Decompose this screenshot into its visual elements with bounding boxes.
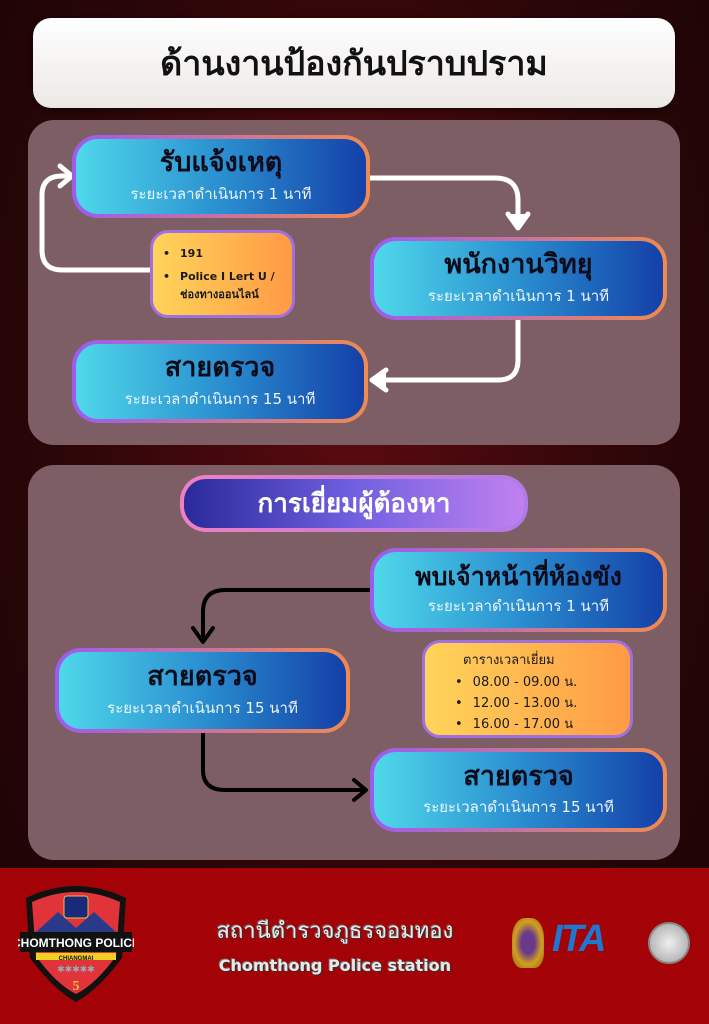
step-receive-report: รับแจ้งเหตุ ระยะเวลาดำเนินการ 1 นาที (72, 135, 370, 218)
channels-note: 191 Police I Lert U / ช่องทางออนไลน์ (150, 230, 295, 318)
step-label: สายตรวจ (147, 661, 258, 693)
step-label: สายตรวจ (463, 760, 574, 792)
step-duration: ระยะเวลาดำเนินการ 15 นาที (107, 698, 298, 717)
step-duration: ระยะเวลาดำเนินการ 1 นาที (130, 184, 312, 203)
schedule-time: 08.00 - 09.00 น. (455, 672, 630, 693)
step-visit-patrol-2: สายตรวจ ระยะเวลาดำเนินการ 15 นาที (370, 748, 667, 832)
visit-schedule: ตารางเวลาเยี่ยม 08.00 - 09.00 น. 12.00 -… (422, 640, 633, 738)
channel-item: 191 (163, 247, 282, 260)
step-visit-patrol-1: สายตรวจ ระยะเวลาดำเนินการ 15 นาที (55, 648, 350, 733)
step-label: พนักงานวิทยุ (444, 249, 593, 281)
arrow-patrol-to-patrol (201, 731, 364, 792)
svg-text:✱✱✱✱✱: ✱✱✱✱✱ (57, 965, 95, 975)
step-duration: ระยะเวลาดำเนินการ 1 นาที (427, 597, 610, 615)
step-meet-officer: พบเจ้าหน้าที่ห้องขัง ระยะเวลาดำเนินการ 1… (370, 548, 667, 632)
arrow-radio-to-patrol (379, 317, 521, 383)
schedule-time: 12.00 - 13.00 น. (455, 693, 630, 714)
schedule-time: 16.00 - 17.00 น (455, 714, 630, 735)
page-title: ด้านงานป้องกันปราบปราม (33, 18, 675, 108)
arrow-officer-to-patrol (201, 588, 372, 638)
station-name-en: Chomthong Police station (218, 956, 452, 975)
flow-arrows (39, 163, 531, 802)
step-label: สายตรวจ (164, 352, 276, 384)
station-name-th: สถานีตำรวจภูธรจอมทอง (216, 919, 454, 944)
arrow-channels-to-report (39, 173, 153, 273)
police-badge-logo: CHOMTHONG POLICE CHIANGMAI ✱✱✱✱✱ 5 (18, 886, 134, 1002)
badge-number: 5 (73, 979, 80, 994)
badge-sub: CHIANGMAI (59, 956, 94, 962)
step-duration: ระยะเวลาดำเนินการ 15 นาที (423, 798, 614, 817)
step-radio-operator: พนักงานวิทยุ ระยะเวลาดำเนินการ 1 นาที (370, 237, 667, 320)
channel-item: Police I Lert U / ช่องทางออนไลน์ (163, 268, 282, 303)
ita-logo: ITA (552, 918, 606, 960)
badge-name: CHOMTHONG POLICE (18, 936, 134, 950)
step-label: พบเจ้าหน้าที่ห้องขัง (415, 562, 622, 591)
schedule-title: ตารางเวลาเยี่ยม (463, 653, 555, 668)
step-label: รับแจ้งเหตุ (159, 147, 283, 179)
arrow-report-to-radio (367, 175, 521, 225)
step-duration: ระยะเวลาดำเนินการ 1 นาที (427, 286, 610, 305)
step-patrol: สายตรวจ ระยะเวลาดำเนินการ 15 นาที (72, 340, 368, 423)
visit-heading: การเยี่ยมผู้ต้องหา (180, 475, 528, 532)
royal-emblem-icon (512, 918, 544, 968)
step-duration: ระยะเวลาดำเนินการ 15 นาที (124, 389, 316, 408)
police-seal-icon (648, 922, 690, 964)
visit-heading-text: การเยี่ยมผู้ต้องหา (184, 479, 524, 528)
